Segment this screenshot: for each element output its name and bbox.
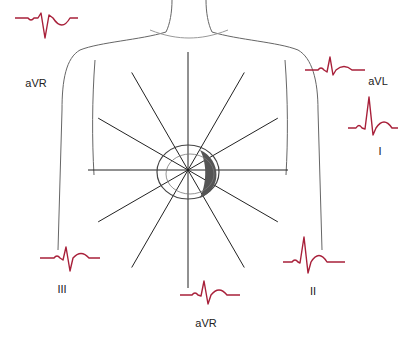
- heart: [157, 145, 219, 199]
- axis-lines: [88, 52, 288, 288]
- torso-outline: [58, 0, 322, 250]
- lead-label: aVL: [368, 76, 388, 87]
- axis-line: [188, 72, 244, 170]
- axis-line: [88, 170, 188, 171]
- axis-line: [98, 118, 188, 170]
- axis-line: [188, 52, 189, 170]
- axis-line: [188, 170, 189, 288]
- lead-label: II: [310, 286, 316, 297]
- lead-label: aVR: [25, 78, 46, 89]
- axis-line: [188, 170, 288, 171]
- lead-label: aVR: [195, 318, 216, 329]
- axis-line: [188, 118, 278, 170]
- ecg-waveforms: [15, 13, 398, 304]
- lead-label: III: [57, 284, 66, 295]
- lead-label: I: [378, 146, 381, 157]
- axis-line: [132, 72, 188, 170]
